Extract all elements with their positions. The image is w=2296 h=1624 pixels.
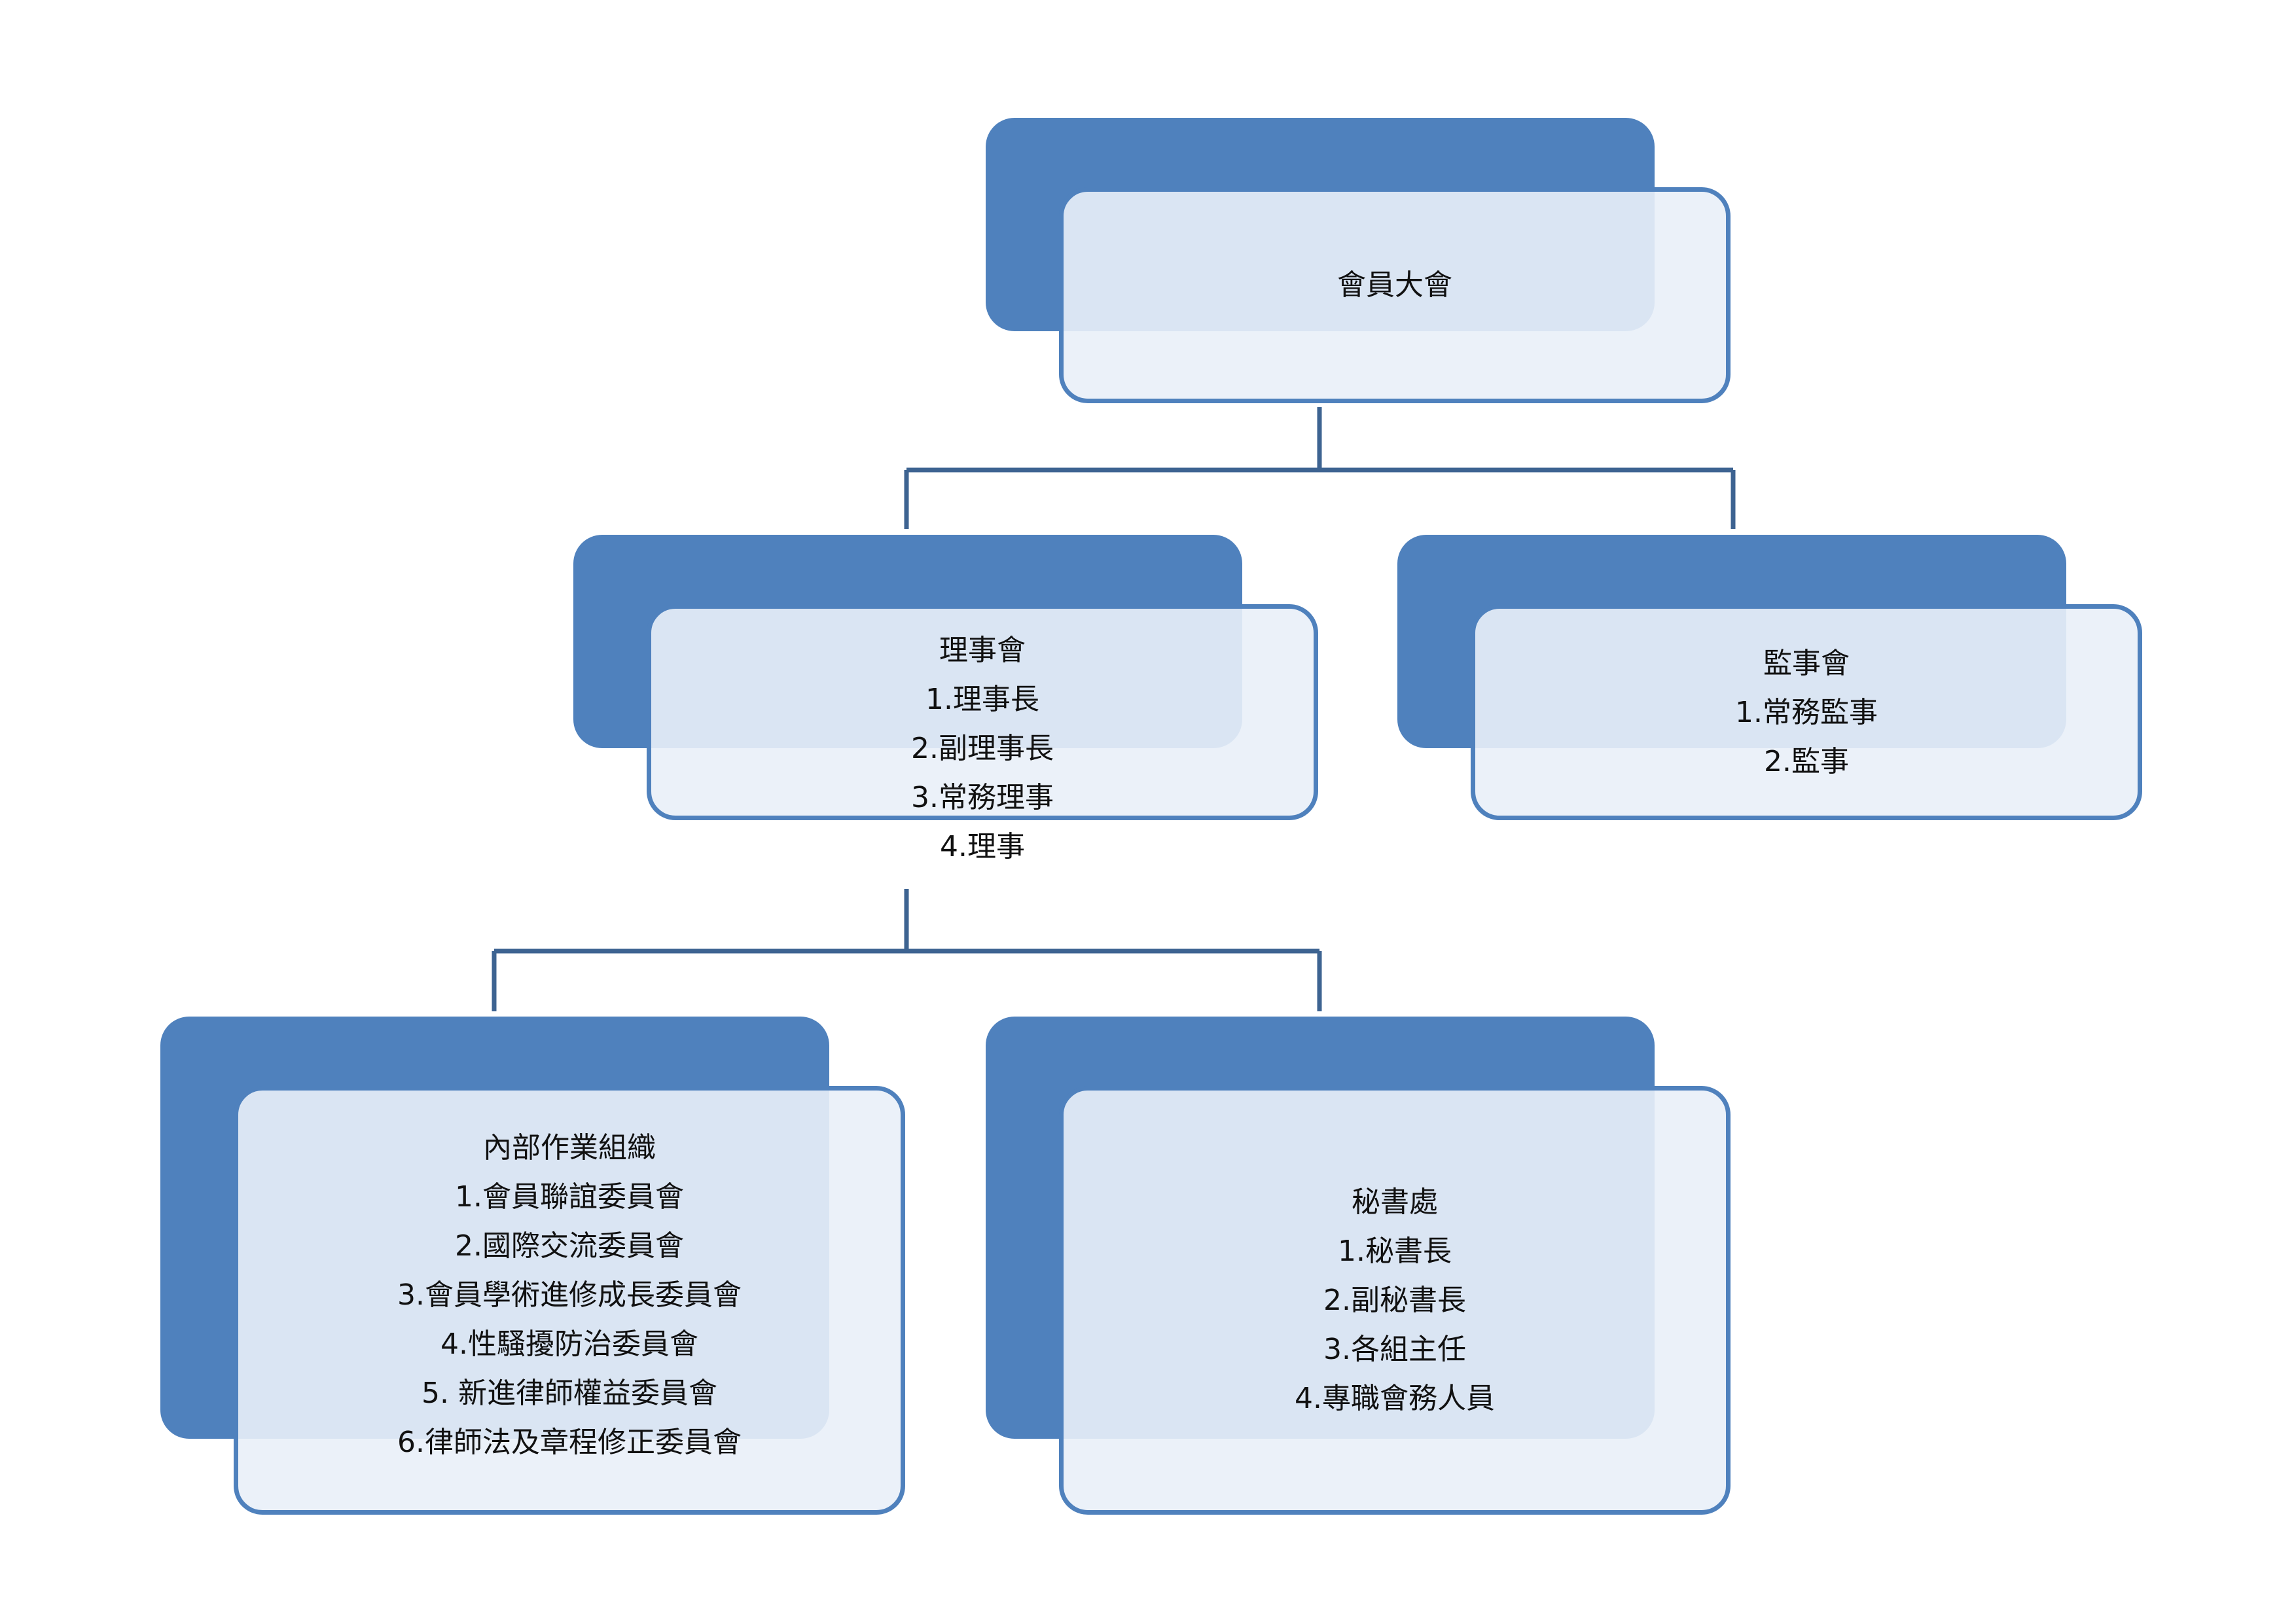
node-front-box: 內部作業組織 1.會員聯誼委員會 2.國際交流委員會 3.會員學術進修成長委員會… [234,1086,905,1515]
node-item: 3.各組主任 [1323,1333,1466,1366]
node-item: 2.副理事長 [911,732,1054,765]
node-front-box: 秘書處 1.秘書長 2.副秘書長 3.各組主任 4.專職會務人員 [1059,1086,1731,1515]
node-title: 監事會 [1763,646,1850,680]
node-item: 2.監事 [1764,744,1849,778]
node-title: 理事會 [939,634,1026,667]
node-item: 3.會員學術進修成長委員會 [397,1278,742,1312]
node-item: 3.常務理事 [911,781,1054,814]
node-item: 2.副秘書長 [1323,1284,1466,1317]
node-item: 1.常務監事 [1735,695,1878,729]
node-title: 秘書處 [1352,1185,1438,1219]
node-title: 會員大會 [1337,268,1452,302]
node-item: 4.性騷擾防治委員會 [440,1327,698,1361]
node-item: 1.會員聯誼委員會 [455,1180,684,1214]
node-title: 內部作業組織 [483,1131,656,1164]
node-item: 1.秘書長 [1338,1235,1452,1268]
node-item: 5. 新進律師權益委員會 [422,1377,717,1410]
node-front-box: 會員大會 [1059,187,1731,403]
node-front-box: 理事會 1.理事長 2.副理事長 3.常務理事 4.理事 [647,604,1318,863]
node-item: 6.律師法及章程修正委員會 [397,1426,742,1459]
node-item: 1.理事長 [925,683,1039,716]
node-item: 4.理事 [940,830,1025,863]
node-item: 4.專職會務人員 [1295,1382,1495,1415]
node-item: 2.國際交流委員會 [455,1229,684,1263]
node-front-box: 監事會 1.常務監事 2.監事 [1471,604,2142,820]
